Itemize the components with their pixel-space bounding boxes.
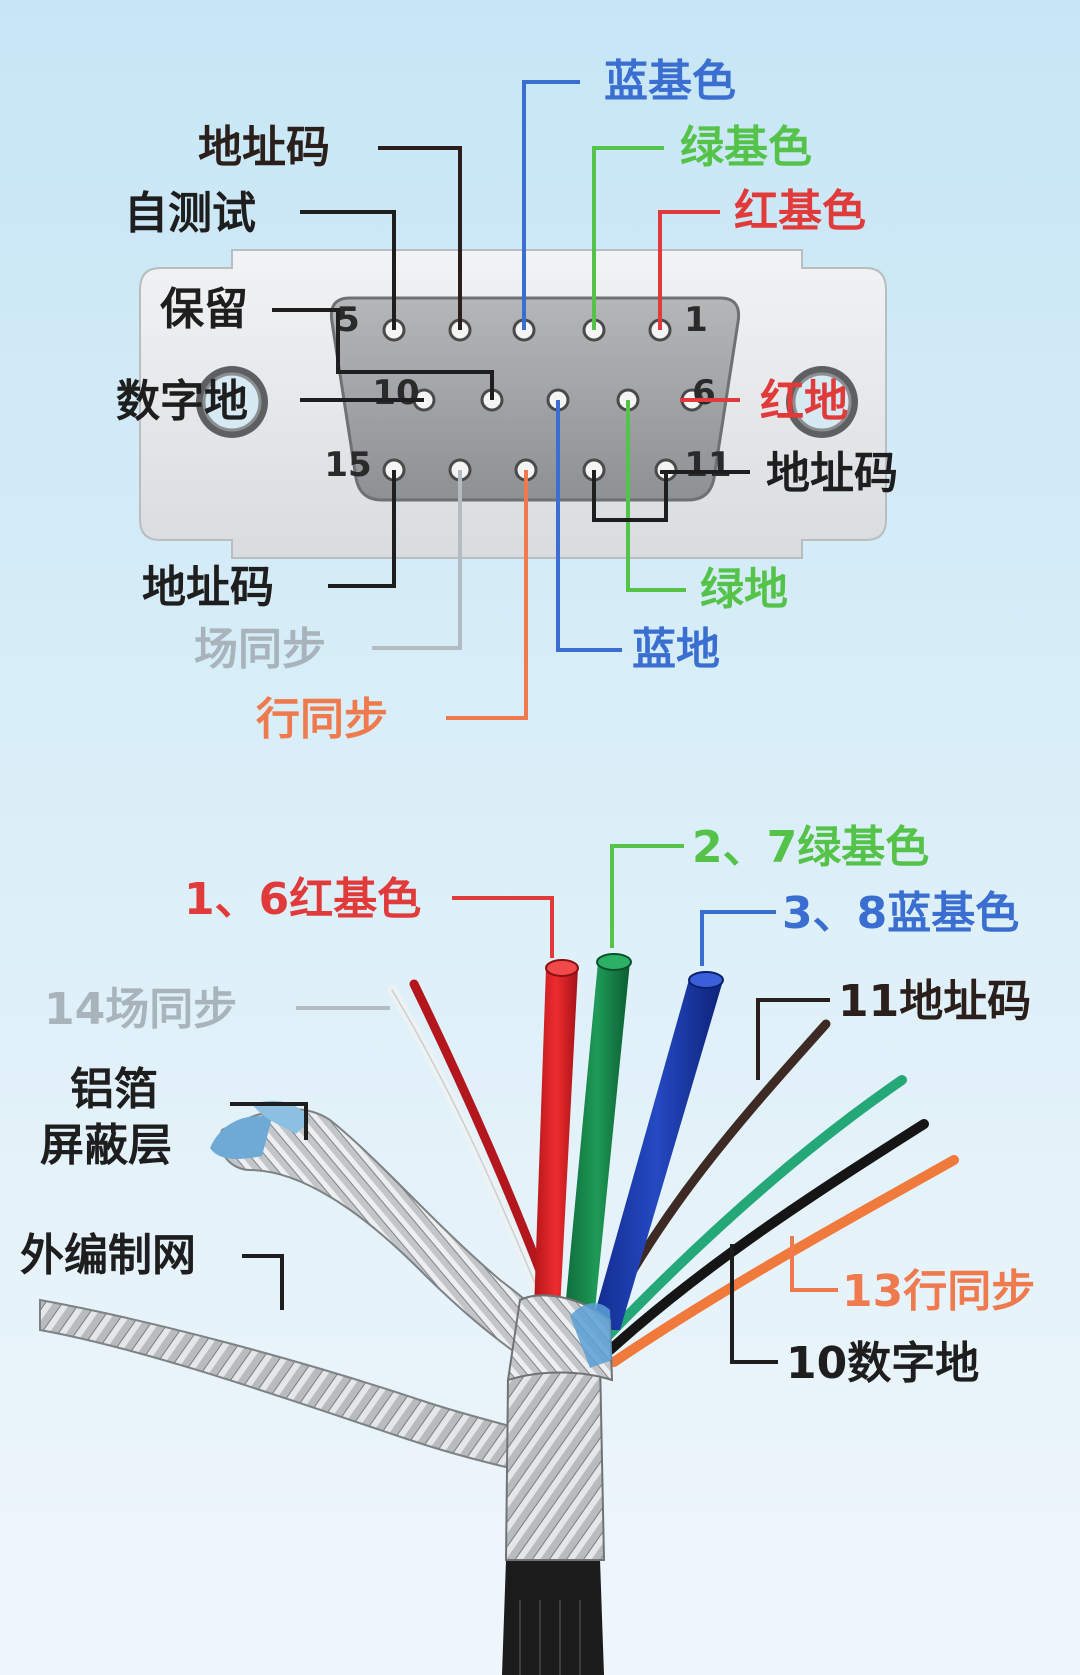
leader-hsync	[446, 470, 528, 720]
leader-red-base	[658, 210, 720, 330]
cable-leader-lines	[230, 844, 838, 1364]
wire-green-coax	[564, 962, 630, 1320]
label-foil-line2: 屏蔽层	[40, 1120, 172, 1171]
cable-illustration	[39, 953, 959, 1675]
label-blue-ground: 蓝地	[632, 624, 720, 675]
label-green-base: 绿基色	[680, 122, 812, 173]
leader-braid	[242, 1254, 284, 1310]
leader-blue-ground	[556, 400, 622, 652]
leader-reserved	[272, 308, 494, 400]
label-braid: 外编制网	[20, 1230, 196, 1281]
label-blue-base: 蓝基色	[604, 56, 736, 107]
leader-green-27	[610, 844, 684, 948]
foil-shield	[210, 1100, 582, 1382]
leader-top-address	[378, 146, 462, 330]
cable-jacket	[502, 1560, 604, 1675]
connector-labels: 地址码 自测试 保留 数字地 蓝基色 绿基色 红基色 红地 地址码 地址码 场同…	[116, 56, 898, 745]
leader-green-base	[592, 146, 664, 330]
pin-number-10: 10	[372, 373, 419, 413]
connector-face	[329, 296, 741, 502]
wire-teal	[599, 1075, 907, 1345]
label-foil-line1: 铝箔	[70, 1064, 158, 1115]
label-red-base: 红基色	[734, 186, 866, 237]
pin-number-1: 1	[684, 300, 708, 340]
mounting-hole-left	[196, 366, 268, 438]
label-self-test: 自测试	[124, 188, 256, 239]
label-red-16: 1、6红基色	[184, 874, 421, 925]
braid-trunk	[504, 1294, 614, 1561]
label-hsync: 行同步	[256, 694, 388, 745]
label-digital-ground: 数字地	[116, 376, 248, 427]
label-top-address: 地址码	[198, 122, 330, 173]
leader-self-test	[300, 210, 396, 330]
leader-ground-bridge	[592, 470, 668, 522]
leader-green-ground	[626, 400, 686, 592]
leader-red-16	[452, 896, 554, 958]
pin-number-6: 6	[692, 373, 716, 413]
cable-labels: 1、6红基色 2、7绿基色 3、8蓝基色 14场同步 铝箔 屏蔽层 11地址码 …	[20, 822, 1035, 1389]
wire-red-coax	[534, 968, 578, 1310]
label-red-ground: 红地	[760, 376, 848, 427]
label-right-address: 地址码	[766, 448, 898, 499]
leader-hsync-13	[790, 1236, 838, 1292]
label-address-11: 11地址码	[838, 976, 1031, 1027]
label-vsync-14: 14场同步	[44, 984, 237, 1035]
label-bottom-address: 地址码	[142, 562, 274, 613]
leader-vsync	[372, 470, 462, 650]
wire-orange	[609, 1155, 959, 1367]
label-vsync: 场同步	[194, 624, 326, 675]
leader-address-11	[756, 998, 830, 1080]
wire-black	[605, 1119, 929, 1355]
leader-bottom-address	[328, 470, 396, 588]
connector-leader-lines	[272, 80, 750, 720]
pin-number-11: 11	[684, 445, 731, 485]
leader-blue-38	[700, 910, 776, 966]
label-green-ground: 绿地	[700, 564, 788, 615]
leader-foil	[230, 1102, 308, 1140]
leader-blue-base	[522, 80, 580, 330]
label-reserved: 保留	[160, 284, 248, 335]
pin-number-5: 5	[336, 300, 360, 340]
label-digital-ground-10: 10数字地	[786, 1338, 979, 1389]
mounting-hole-right	[786, 366, 858, 438]
vga-connector: 5 1 10 6 15 11	[139, 249, 887, 559]
label-hsync-13: 13行同步	[842, 1266, 1035, 1317]
leader-digital-ground-10	[730, 1244, 778, 1364]
wire-blue-coax	[590, 976, 722, 1330]
label-green-27: 2、7绿基色	[692, 822, 929, 873]
rgb-coax-wires	[534, 953, 724, 1330]
pin-number-15: 15	[324, 445, 371, 485]
label-blue-38: 3、8蓝基色	[782, 888, 1019, 939]
